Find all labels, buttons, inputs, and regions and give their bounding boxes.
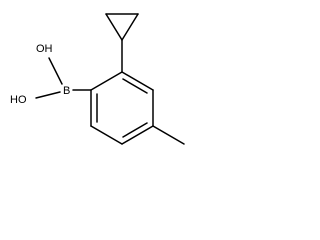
boron-label: B — [63, 85, 70, 97]
cyclopropyl-ring — [105, 13, 139, 41]
ring-bond-1 — [121, 71, 154, 91]
oh-top-label: OH — [36, 43, 53, 55]
ring-double-bond-2 — [122, 122, 148, 138]
structure-canvas: OH B HO — [0, 0, 194, 162]
cyclopropyl-bond-left — [105, 13, 123, 41]
cyclopropyl-bond-right — [121, 13, 139, 41]
boron-oh-top-bond — [48, 57, 63, 85]
molecule-drawing: OH B HO — [10, 13, 185, 145]
ring-bond-6 — [90, 71, 123, 91]
ring-bond-4 — [90, 125, 123, 145]
ring-double-bond-1 — [122, 78, 148, 94]
benzene-ring — [90, 71, 154, 145]
methyl-bond — [152, 125, 185, 145]
boron-oh-bottom-bond — [35, 91, 61, 99]
ring-bond-3 — [121, 125, 154, 145]
oh-bottom-label: HO — [10, 94, 27, 106]
